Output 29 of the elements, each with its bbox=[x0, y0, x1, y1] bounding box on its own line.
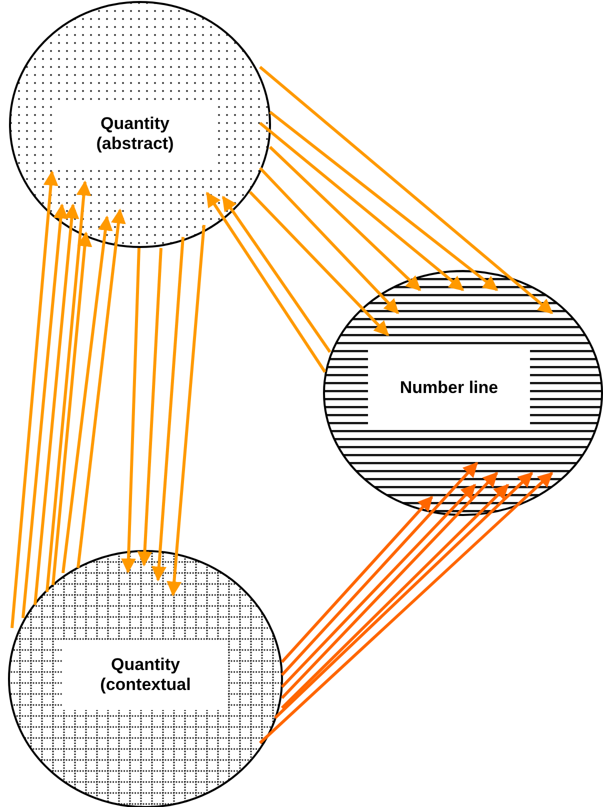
arrow bbox=[62, 216, 113, 574]
arrow bbox=[258, 166, 400, 314]
ellipse-node bbox=[9, 1, 271, 248]
arrow bbox=[259, 66, 554, 314]
arrow bbox=[248, 190, 390, 336]
node-label: Number line bbox=[400, 378, 498, 398]
arrow bbox=[268, 146, 422, 292]
ellipse-node bbox=[323, 270, 603, 516]
arrow bbox=[280, 462, 478, 676]
node-label: Quantity (abstract) bbox=[95, 114, 175, 154]
arrow bbox=[137, 248, 162, 566]
arrow bbox=[34, 204, 80, 606]
arrow bbox=[258, 472, 554, 744]
arrow bbox=[222, 196, 332, 353]
arrow bbox=[206, 192, 326, 373]
arrow bbox=[152, 236, 184, 582]
arrow bbox=[280, 496, 434, 663]
arrow bbox=[22, 204, 68, 618]
arrow bbox=[120, 248, 140, 574]
arrow bbox=[280, 484, 476, 688]
arrow bbox=[76, 208, 126, 568]
arrow bbox=[52, 232, 92, 586]
arrow bbox=[166, 224, 206, 596]
arrow bbox=[10, 170, 58, 628]
arrow bbox=[269, 110, 498, 292]
node-label: Quantity (contextual bbox=[99, 655, 192, 695]
arrow bbox=[46, 180, 92, 592]
arrow bbox=[259, 122, 464, 292]
arrow bbox=[274, 472, 534, 720]
